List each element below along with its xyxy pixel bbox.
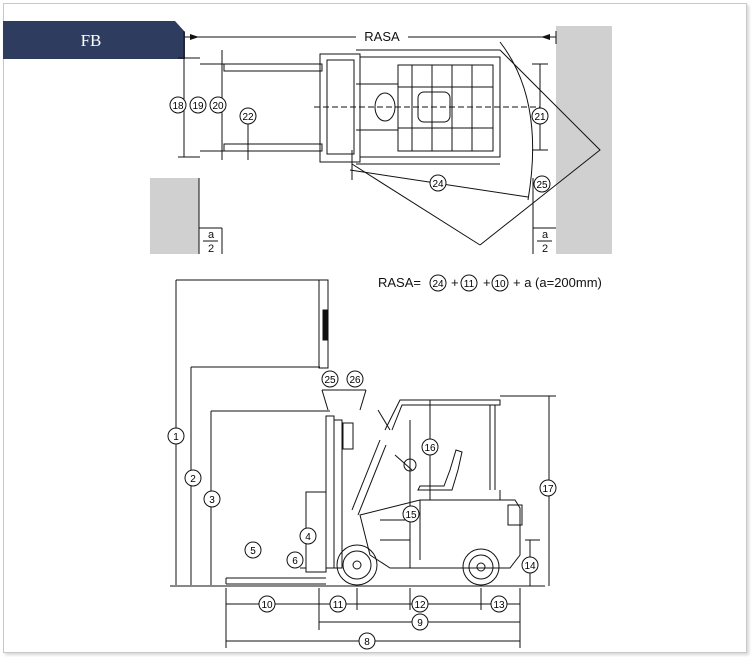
callout-12: 12 — [411, 595, 429, 613]
callout-25-top: 25 — [533, 175, 551, 193]
svg-text:16: 16 — [424, 443, 436, 454]
model-tab — [3, 21, 185, 59]
callout-8: 8 — [358, 632, 376, 650]
callout-2: 2 — [184, 469, 202, 487]
svg-text:19: 19 — [192, 101, 204, 112]
callout-18: 18 — [169, 96, 187, 114]
callout-24: 24 — [429, 174, 447, 192]
svg-text:8: 8 — [364, 637, 370, 648]
svg-text:1: 1 — [173, 432, 179, 443]
callout-3: 3 — [203, 490, 221, 508]
model-tab-label: FB — [80, 31, 102, 50]
svg-text:10: 10 — [261, 600, 273, 611]
svg-text:10: 10 — [494, 279, 506, 290]
svg-text:17: 17 — [542, 484, 554, 495]
callout-19: 19 — [189, 96, 207, 114]
callout-22: 22 — [239, 107, 257, 125]
callout-13: 13 — [490, 595, 508, 613]
callout-20: 20 — [209, 96, 227, 114]
formula-prefix: RASA= — [378, 275, 421, 290]
svg-text:15: 15 — [405, 510, 417, 521]
half-a-left-num: a — [208, 229, 215, 241]
svg-text:11: 11 — [333, 600, 344, 611]
half-a-left-den: 2 — [208, 243, 214, 255]
svg-text:14: 14 — [524, 561, 536, 572]
callout-25-side: 25 — [321, 370, 339, 388]
callout-4: 4 — [299, 527, 317, 545]
wall-right — [556, 26, 612, 254]
svg-text:20: 20 — [212, 101, 224, 112]
formula-suffix: + a (a=200mm) — [513, 275, 602, 290]
callout-10: 10 — [258, 595, 276, 613]
callout-5: 5 — [244, 541, 262, 559]
formula-plus-2: + — [483, 275, 491, 290]
svg-text:4: 4 — [305, 532, 311, 543]
formula-term-10: 10 — [491, 274, 509, 292]
formula-term-11: 11 — [460, 274, 478, 292]
rasa-label: RASA — [364, 29, 400, 44]
formula-term-24: 24 — [429, 274, 447, 292]
half-a-right-den: 2 — [542, 243, 548, 255]
svg-text:9: 9 — [417, 618, 423, 629]
svg-text:11: 11 — [464, 279, 475, 290]
svg-text:13: 13 — [493, 600, 505, 611]
svg-text:6: 6 — [292, 556, 298, 567]
callout-16: 16 — [421, 438, 439, 456]
callout-6: 6 — [286, 551, 304, 569]
callout-17: 17 — [539, 479, 557, 497]
svg-text:3: 3 — [209, 495, 215, 506]
svg-text:24: 24 — [432, 279, 444, 290]
callout-14: 14 — [521, 556, 539, 574]
half-a-right-num: a — [542, 229, 549, 241]
svg-text:2: 2 — [190, 474, 196, 485]
callout-15: 15 — [402, 505, 420, 523]
svg-text:12: 12 — [414, 600, 426, 611]
svg-text:25: 25 — [324, 375, 336, 386]
wall-left — [150, 178, 199, 254]
svg-text:25: 25 — [536, 180, 548, 191]
formula-plus-1: + — [451, 275, 459, 290]
svg-text:22: 22 — [242, 112, 254, 123]
svg-text:26: 26 — [349, 375, 361, 386]
svg-text:24: 24 — [432, 179, 444, 190]
callout-21: 21 — [531, 107, 549, 125]
svg-text:5: 5 — [250, 546, 256, 557]
callout-26: 26 — [346, 370, 364, 388]
callout-11: 11 — [329, 595, 347, 613]
callout-9: 9 — [411, 613, 429, 631]
svg-text:18: 18 — [172, 101, 184, 112]
callout-1: 1 — [167, 427, 185, 445]
svg-text:21: 21 — [534, 112, 546, 123]
